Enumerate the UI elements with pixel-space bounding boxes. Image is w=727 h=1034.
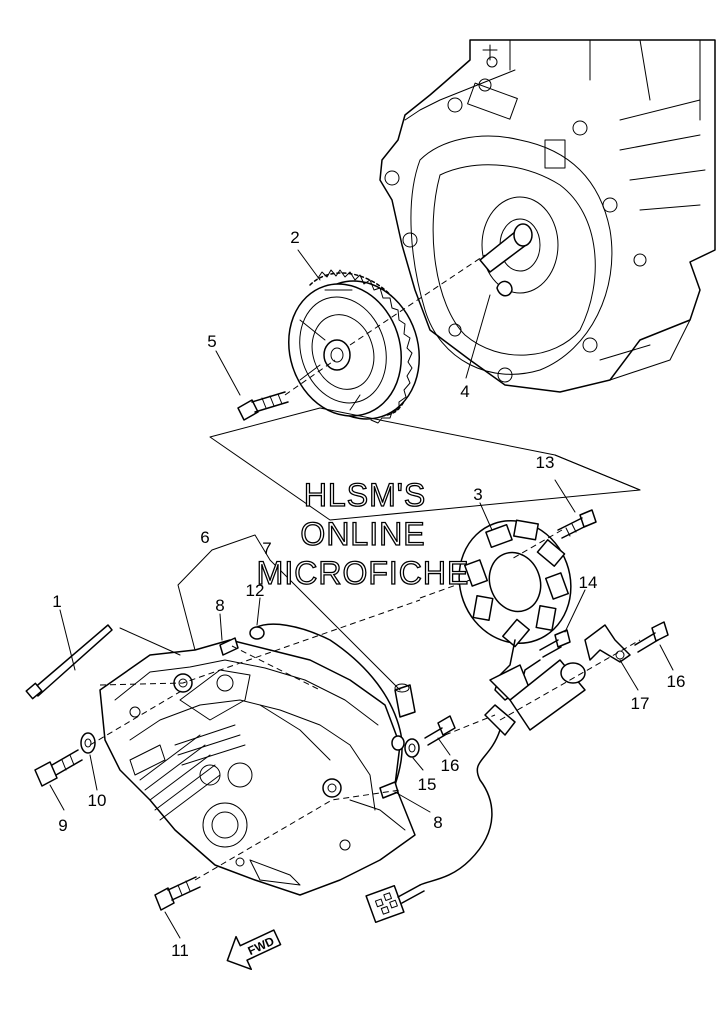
callout-5: 5 xyxy=(207,332,216,351)
callout-15: 15 xyxy=(418,775,437,794)
callout-11: 11 xyxy=(171,941,189,960)
callout-9: 9 xyxy=(58,816,67,835)
callout-13: 13 xyxy=(536,453,555,472)
stator-drawing xyxy=(458,519,572,701)
callout-numbers: 2 5 4 3 13 6 7 12 8 1 14 16 17 16 15 8 1… xyxy=(52,228,685,960)
callout-17: 17 xyxy=(631,694,650,713)
watermark-line-2: ONLINE xyxy=(300,516,425,552)
callout-8-bottom: 8 xyxy=(433,813,442,832)
watermark-line-3: MICROFICHE xyxy=(257,555,470,591)
flywheel-drawing xyxy=(287,269,421,424)
callout-2: 2 xyxy=(290,228,299,247)
bracket-drawing xyxy=(584,624,631,663)
callout-4: 4 xyxy=(460,382,469,401)
callout-16-lower: 16 xyxy=(441,756,460,775)
callout-1: 1 xyxy=(52,592,61,611)
crankcase-drawing xyxy=(379,39,716,393)
callout-16-right: 16 xyxy=(667,672,686,691)
callout-14: 14 xyxy=(579,573,598,592)
callout-3: 3 xyxy=(473,485,482,504)
callout-10: 10 xyxy=(88,791,107,810)
callout-12: 12 xyxy=(246,581,265,600)
callout-8-top: 8 xyxy=(215,596,224,615)
callout-7: 7 xyxy=(262,539,271,558)
fwd-arrow: FWD xyxy=(226,929,282,971)
callout-6: 6 xyxy=(200,528,209,547)
cover-drawing xyxy=(99,623,416,896)
fasteners-drawing xyxy=(25,391,669,911)
leader-lines xyxy=(49,249,674,939)
watermark-line-1: HLSM'S xyxy=(304,477,426,513)
watermark: HLSM'S ONLINE MICROFICHE xyxy=(256,476,470,591)
